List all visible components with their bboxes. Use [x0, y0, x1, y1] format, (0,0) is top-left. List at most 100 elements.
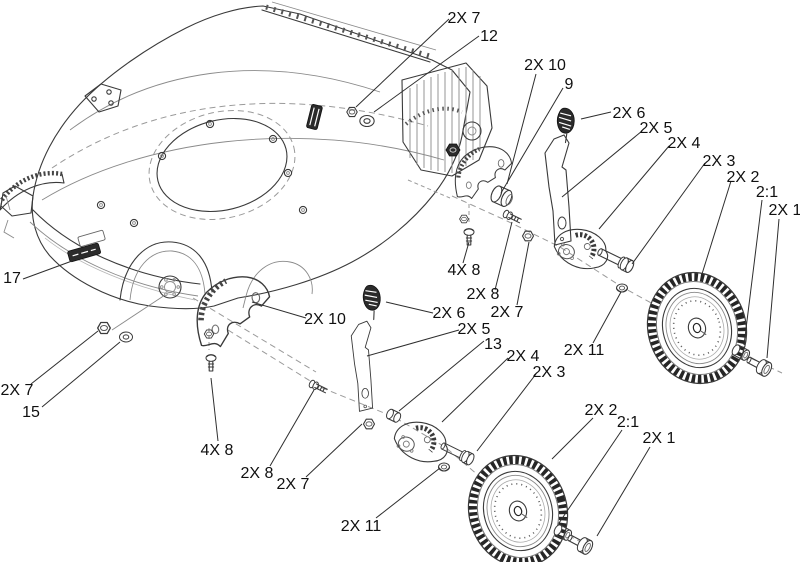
- leader-18: [398, 340, 485, 412]
- part-rear-sector-plate: [455, 147, 511, 199]
- callout-labels: 2X 7 12 2X 10 9 2X 6 2X 5 2X 4 2X 3 2X 2…: [1, 10, 800, 535]
- part-front-gear-housing: [390, 416, 453, 467]
- part-front-pivot-bolt: [438, 439, 477, 467]
- part-left-nut: [97, 321, 111, 335]
- leader-19: [441, 357, 509, 423]
- callout-front-spacer: 13: [484, 336, 502, 353]
- callout-rear-plate-screw: 4X 8: [448, 262, 481, 279]
- deck-screws: [96, 119, 308, 228]
- mower-deck-housing: [0, 1, 493, 343]
- callout-rear-pivot-bolt: 2X 3: [703, 153, 736, 170]
- leader-15: [251, 301, 307, 319]
- leader-17: [366, 329, 460, 357]
- callout-front-wheel: 2X 2: [585, 402, 618, 419]
- leader-14: [592, 291, 622, 344]
- part-front-flange-nut: [437, 462, 451, 472]
- callout-front-axle-bolt: 2X 1: [643, 430, 676, 447]
- part-left-washer: [119, 331, 133, 343]
- leader-29: [30, 330, 99, 385]
- callout-front-skirt: 17: [3, 270, 21, 287]
- leader-3: [500, 87, 564, 194]
- leader-23: [305, 423, 363, 478]
- callout-rear-bushing: 2:1: [756, 184, 778, 201]
- leader-28: [22, 260, 73, 280]
- leader-16: [385, 301, 434, 314]
- callout-front-flange-nut: 2X 11: [341, 518, 382, 535]
- callout-rear-lever-bolt: 2X 8: [467, 286, 500, 303]
- part-rear-flange-nut: [615, 283, 629, 293]
- leader-11: [462, 241, 470, 264]
- callout-front-bushing: 2:1: [617, 414, 639, 431]
- leader-7: [631, 162, 706, 265]
- callout-left-washer: 15: [22, 404, 40, 421]
- front-skirt: [29, 209, 201, 301]
- part-rear-wheel: [634, 261, 759, 396]
- callout-front-grip: 2X 6: [433, 305, 466, 322]
- callout-rear-lever: 2X 5: [640, 120, 673, 137]
- part-rear-lever-nut: [521, 230, 535, 242]
- callout-rear-flange-nut: 2X 11: [564, 342, 605, 359]
- callout-rear-wheel: 2X 2: [727, 169, 760, 186]
- leader-21: [210, 377, 219, 442]
- callout-front-lever: 2X 5: [458, 321, 491, 338]
- deck-top-plate: [84, 83, 122, 113]
- callout-rear-roller: 9: [565, 76, 574, 93]
- leader-25: [551, 417, 594, 460]
- callout-rear-deck-washer: 12: [480, 28, 498, 45]
- part-rear-gear-housing: [551, 224, 613, 274]
- leader-5: [561, 130, 643, 198]
- part-front-wheel: [455, 444, 580, 562]
- leader-12: [494, 221, 513, 291]
- leader-9: [743, 199, 763, 346]
- leader-30: [41, 341, 121, 408]
- part-rear-nut: [346, 106, 358, 118]
- leader-22: [269, 389, 315, 467]
- leader-1: [373, 35, 480, 113]
- callout-front-lever-nut: 2X 7: [277, 476, 310, 493]
- part-front-lever: [350, 320, 374, 412]
- part-rear-lever: [544, 134, 572, 246]
- leader-26: [558, 429, 623, 524]
- callout-front-lever-bolt: 2X 8: [241, 465, 274, 482]
- callout-left-nut: 2X 7: [1, 382, 34, 399]
- callout-rear-sector-plate: 2X 10: [524, 57, 566, 74]
- callout-rear-lever-nut: 2X 7: [491, 304, 524, 321]
- part-front-lever-nut: [362, 418, 376, 430]
- deck-blade-opening: [148, 110, 296, 220]
- part-front-lever-bolt: [307, 378, 329, 396]
- callout-rear-grip: 2X 6: [613, 105, 646, 122]
- part-front-grip: [358, 282, 388, 322]
- left-discharge-flange: [0, 185, 34, 239]
- leader-24: [375, 467, 441, 519]
- brand-badge: [67, 229, 106, 263]
- part-rear-plate-nut: [459, 214, 469, 224]
- leader-lines: [22, 18, 780, 537]
- deck-outline: [31, 5, 471, 310]
- leader-6: [598, 145, 670, 230]
- leader-20: [476, 373, 537, 452]
- callout-front-pivot-bolt: 2X 3: [533, 364, 566, 381]
- callout-rear-gear-housing: 2X 4: [668, 135, 701, 152]
- callout-front-plate-screw: 4X 8: [201, 442, 234, 459]
- part-front-plate-screw: [205, 354, 217, 372]
- leader-0: [355, 18, 450, 108]
- leader-13: [516, 241, 530, 306]
- leader-4: [580, 111, 612, 120]
- leader-2: [506, 73, 537, 185]
- part-rear-washer: [359, 114, 375, 128]
- leader-8: [701, 180, 732, 275]
- handle-mount-rail: [261, 1, 437, 63]
- part-rear-roller: [488, 183, 516, 210]
- callout-rear-axle-bolt: 2X 1: [769, 202, 800, 219]
- part-rear-pivot-bolt: [594, 244, 636, 275]
- front-wheel-arch: [119, 241, 213, 301]
- front-wheel-assembly-exploded: [193, 275, 596, 562]
- leader-10: [766, 218, 780, 359]
- rear-height-bracket: [401, 62, 493, 177]
- callout-front-sector-plate: 2X 10: [304, 311, 346, 328]
- height-of-cut-arc: [404, 106, 463, 126]
- cable-clip: [306, 104, 323, 130]
- leader-27: [596, 446, 651, 537]
